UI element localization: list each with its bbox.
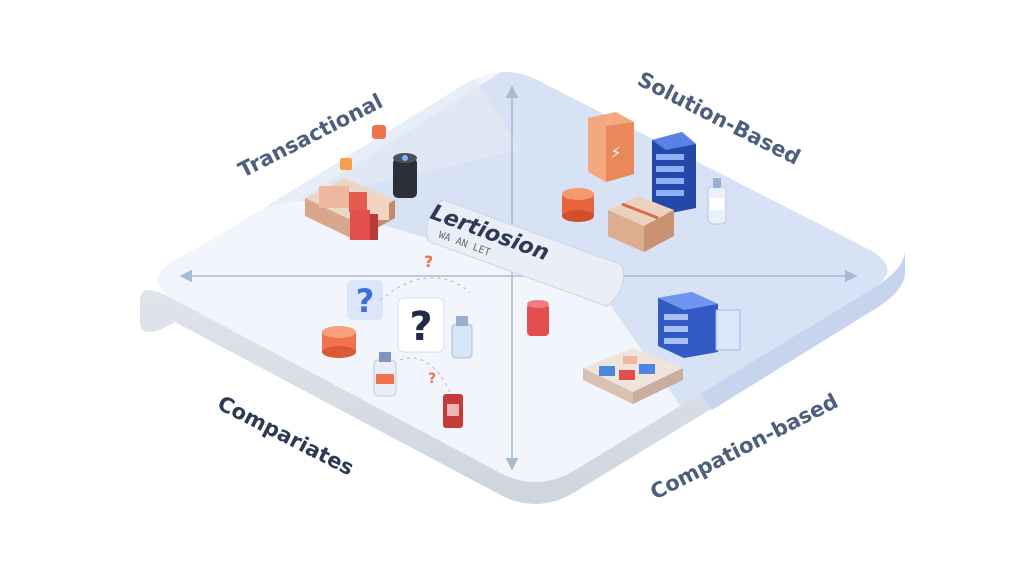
small-question-mark-icon: ? bbox=[424, 252, 433, 271]
medicine-bottle-icon bbox=[373, 352, 397, 397]
small-tag-icon bbox=[372, 125, 386, 139]
smart-speaker-icon bbox=[393, 153, 417, 198]
orange-cylinder-icon bbox=[322, 326, 356, 358]
red-carton-icon bbox=[350, 210, 378, 240]
small-question-mark-icon-2: ? bbox=[428, 371, 436, 387]
vial-icon bbox=[451, 316, 473, 359]
red-canister-icon bbox=[527, 300, 549, 336]
red-can-icon bbox=[443, 394, 463, 428]
server-icon bbox=[652, 132, 696, 214]
server-rack-icon bbox=[658, 292, 718, 358]
bottle-icon bbox=[707, 178, 727, 225]
panel-icon bbox=[715, 309, 741, 351]
document-box-icon: ⚡ bbox=[588, 112, 634, 182]
shipping-box-icon bbox=[608, 196, 674, 252]
small-chip-icon bbox=[340, 158, 352, 170]
board-side-blue bbox=[700, 250, 905, 410]
dashed-connector-2 bbox=[399, 357, 451, 393]
question-mark-card-icon: ? bbox=[397, 297, 445, 353]
svg-text:?: ? bbox=[356, 282, 375, 320]
svg-text:?: ? bbox=[409, 304, 432, 350]
svg-text:⚡: ⚡ bbox=[610, 143, 621, 162]
question-mark-icon: ? bbox=[347, 280, 383, 320]
tray-icon bbox=[583, 348, 683, 404]
cylinder-icon bbox=[562, 188, 594, 222]
